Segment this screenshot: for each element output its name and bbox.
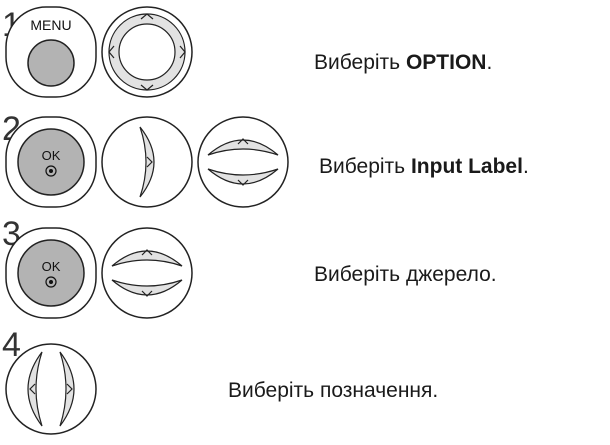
up-arrow-icon bbox=[237, 138, 249, 145]
right-arrow-icon bbox=[66, 383, 73, 395]
down-arrow-icon bbox=[237, 179, 249, 186]
step-4: 4 Виберіть позначення. bbox=[0, 325, 610, 445]
left-right-button[interactable] bbox=[4, 342, 106, 444]
up-down-button[interactable] bbox=[196, 115, 298, 217]
step-4-instruction: Виберіть позначення. bbox=[228, 379, 439, 402]
step-3-instruction: Виберіть джерело. bbox=[314, 263, 497, 286]
step-2: 2 OK Виберіть Input Label. bbox=[0, 105, 610, 215]
menu-button[interactable]: MENU bbox=[4, 5, 106, 107]
step-1-instruction: Виберіть OPTION. bbox=[314, 51, 493, 74]
step-3: 3 OK Виберіть джерело. bbox=[0, 215, 610, 325]
up-arrow-icon bbox=[140, 13, 154, 20]
up-arrow-icon bbox=[141, 249, 153, 256]
right-arrow-button[interactable] bbox=[100, 115, 202, 217]
ok-button[interactable]: OK bbox=[4, 115, 106, 217]
left-arrow-icon bbox=[29, 383, 36, 395]
down-arrow-icon bbox=[140, 84, 154, 91]
step-number: 4 bbox=[2, 326, 21, 364]
ok-button[interactable]: OK bbox=[4, 226, 106, 328]
right-arrow-icon bbox=[179, 45, 186, 59]
step-1: 1 MENU Виберіть OPTION. bbox=[0, 0, 610, 110]
right-arrow-icon bbox=[146, 156, 153, 168]
four-way-navigation-pad[interactable] bbox=[100, 5, 202, 107]
ok-label: OK bbox=[42, 259, 61, 274]
up-down-button[interactable] bbox=[100, 226, 202, 328]
ok-label: OK bbox=[42, 148, 61, 163]
down-arrow-icon bbox=[141, 290, 153, 297]
menu-label: MENU bbox=[30, 17, 71, 33]
step-2-instruction: Виберіть Input Label. bbox=[319, 155, 529, 178]
left-arrow-icon bbox=[108, 45, 115, 59]
